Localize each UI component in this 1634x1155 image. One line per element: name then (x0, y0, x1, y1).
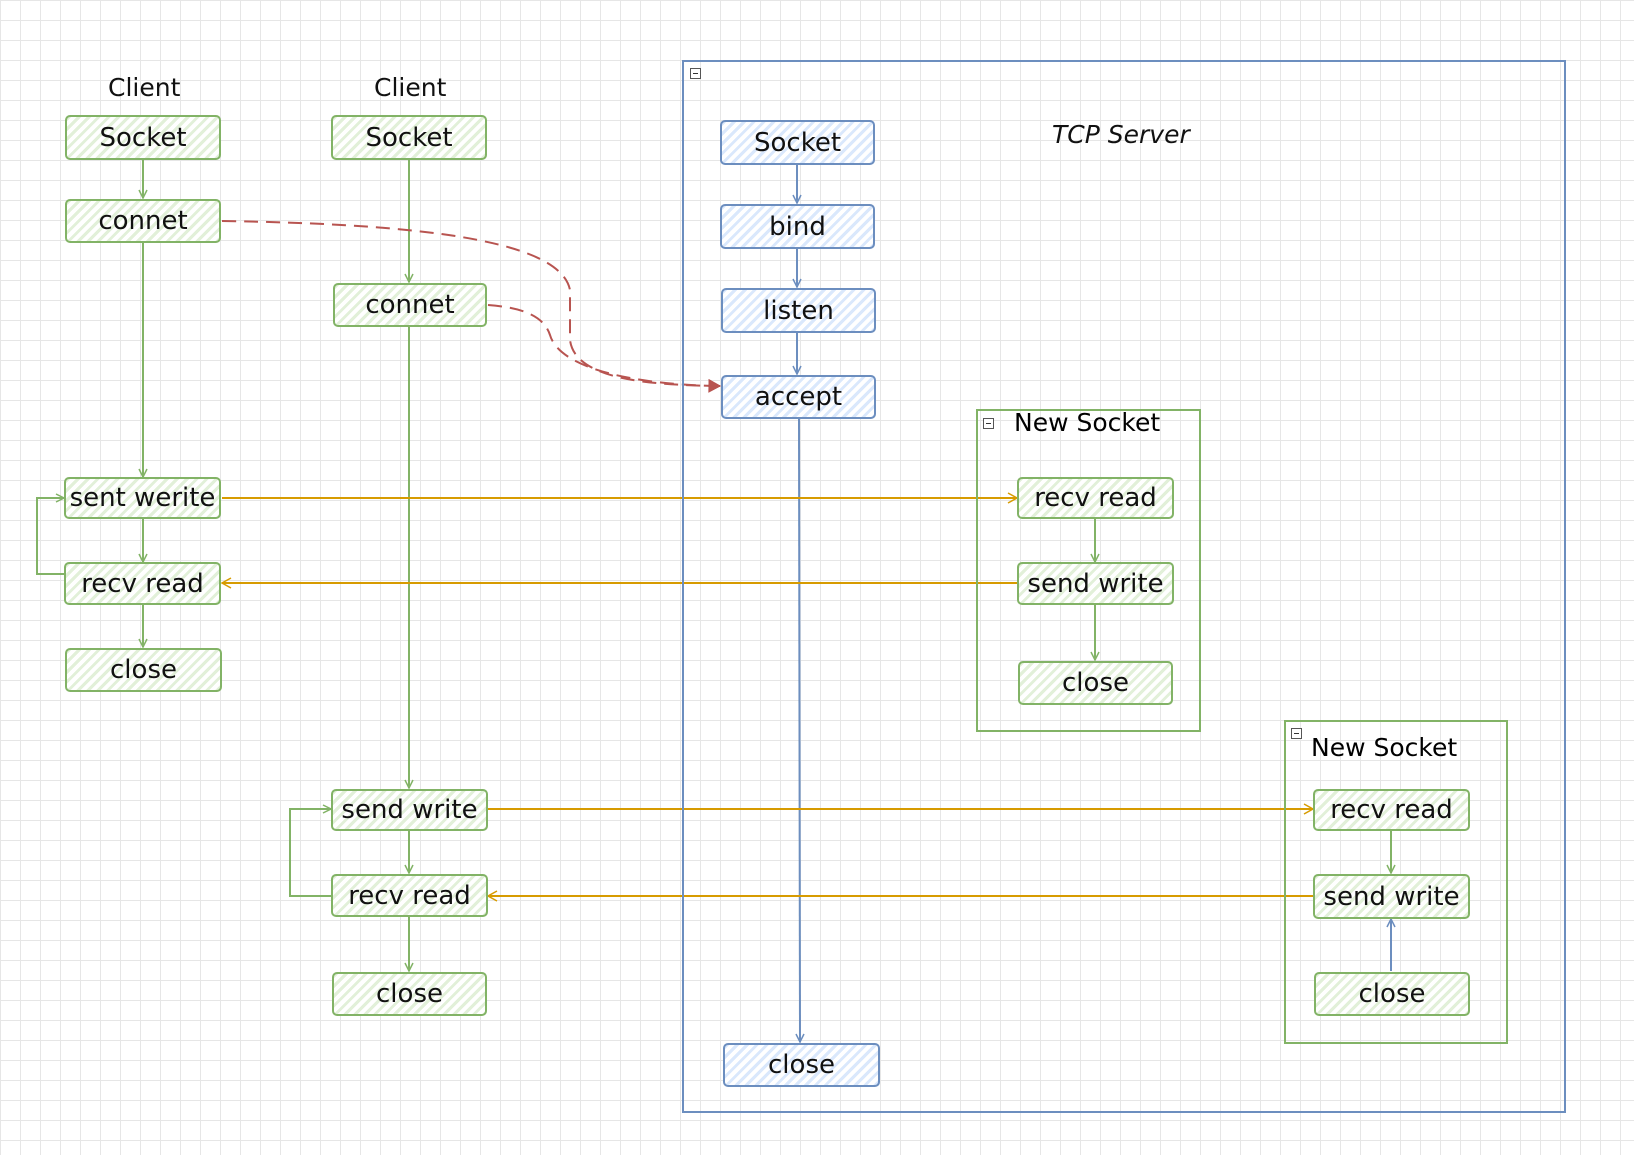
client-2-send-node[interactable]: send write (331, 789, 488, 831)
new-socket-1-recv-node[interactable]: recv read (1017, 477, 1174, 519)
new-socket-1-title: New Socket (1014, 408, 1161, 437)
client-2-recv-node[interactable]: recv read (331, 874, 488, 917)
client-1-title: Client (108, 73, 181, 102)
client-1-recv-node[interactable]: recv read (64, 562, 221, 605)
new-socket-1-send-node[interactable]: send write (1017, 562, 1174, 605)
server-socket-node[interactable]: Socket (720, 120, 875, 165)
client-2-connect-node[interactable]: connet (333, 283, 487, 327)
client-1-socket-node[interactable]: Socket (65, 115, 221, 160)
edge-c1-loop (36, 498, 64, 575)
new-socket-1-close-node[interactable]: close (1018, 661, 1173, 705)
server-accept-node[interactable]: accept (721, 375, 876, 419)
server-close-node[interactable]: close (723, 1043, 880, 1087)
client-2-title: Client (374, 73, 447, 102)
collapse-icon[interactable] (690, 68, 701, 79)
client-2-close-node[interactable]: close (332, 972, 487, 1016)
edge-c2-loop (289, 809, 331, 897)
collapse-icon[interactable] (1291, 728, 1302, 739)
edge-c2-connect-to-accept (487, 304, 722, 393)
client-2-socket-node[interactable]: Socket (331, 115, 487, 160)
server-listen-node[interactable]: listen (721, 288, 876, 333)
edge-srv-accept-close (799, 418, 800, 1042)
new-socket-2-close-node[interactable]: close (1314, 972, 1470, 1016)
new-socket-2-title: New Socket (1311, 733, 1458, 762)
edge-c1-connect-to-accept (221, 220, 722, 393)
server-bind-node[interactable]: bind (720, 204, 875, 249)
tcp-server-container (682, 60, 1566, 1113)
client-1-connect-node[interactable]: connet (65, 199, 221, 243)
client-1-close-node[interactable]: close (65, 648, 222, 692)
new-socket-2-recv-node[interactable]: recv read (1313, 789, 1470, 831)
new-socket-1-container (976, 409, 1201, 732)
new-socket-2-container (1284, 720, 1508, 1044)
new-socket-2-send-node[interactable]: send write (1313, 874, 1470, 919)
tcp-server-title: TCP Server (1052, 120, 1190, 149)
client-1-send-node[interactable]: sent werite (64, 477, 221, 519)
collapse-icon[interactable] (983, 418, 994, 429)
